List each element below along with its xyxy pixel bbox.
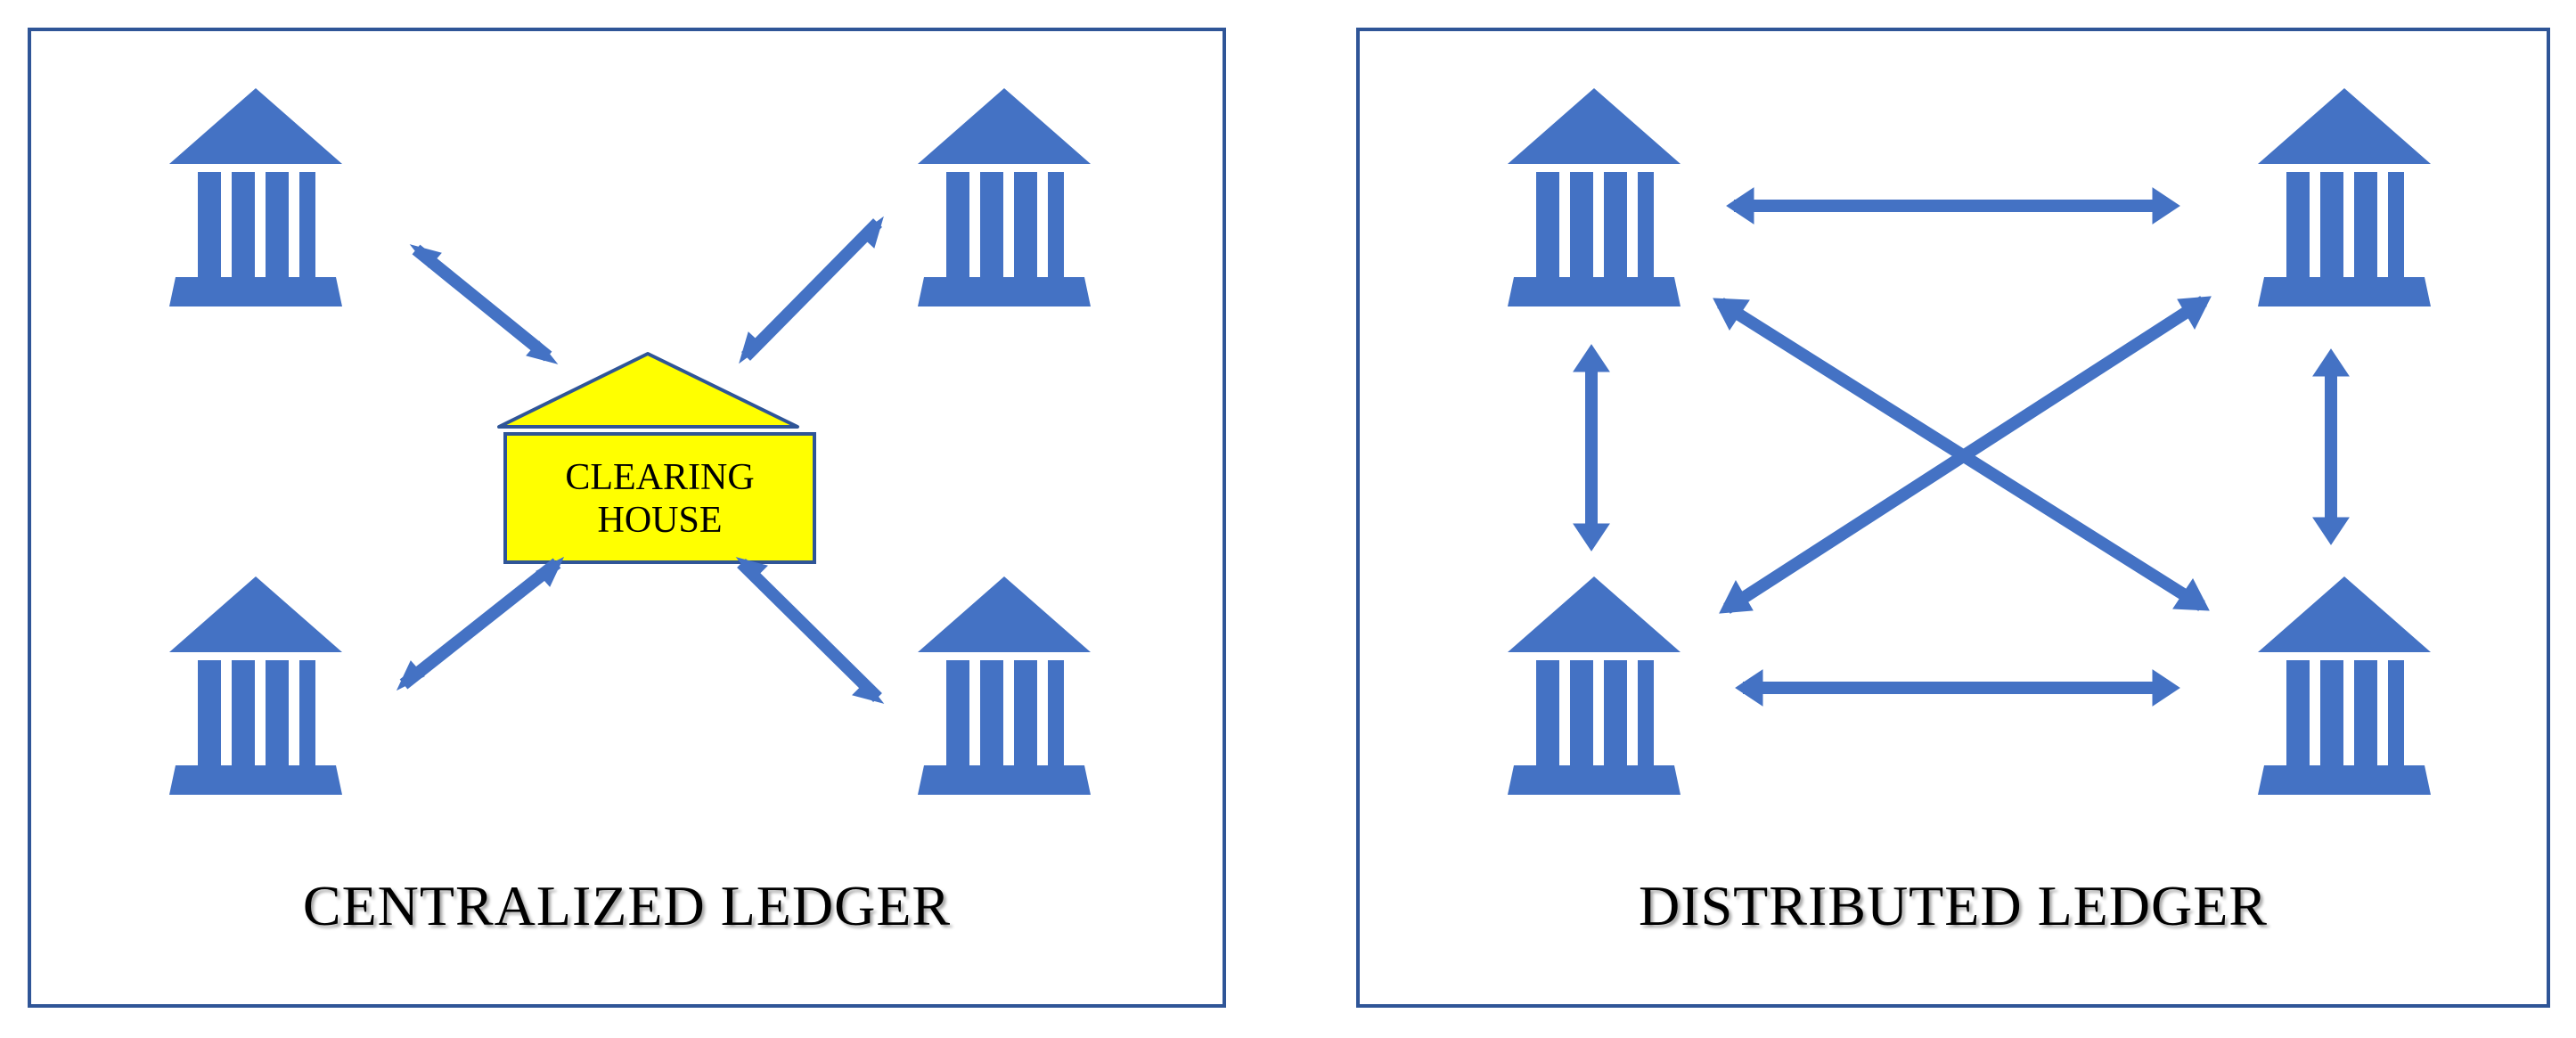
clearing-house-line1: CLEARING (565, 457, 755, 498)
clearing-house-line2: HOUSE (597, 500, 723, 541)
centralized-ledger-panel: CLEARING HOUSE CENTRALIZED LEDGER (28, 28, 1226, 1008)
clearing-house-icon (497, 352, 816, 564)
bank-icon (2258, 576, 2431, 795)
bank-icon (918, 88, 1091, 306)
double-headed-arrow-icon (739, 216, 884, 364)
double-headed-arrow-icon (409, 244, 559, 364)
double-headed-arrow-icon (2312, 348, 2350, 545)
centralized-ledger-caption: CENTRALIZED LEDGER (302, 874, 952, 937)
bank-icon (918, 576, 1091, 795)
double-headed-arrow-icon (396, 556, 565, 691)
double-headed-arrow-icon (1726, 187, 2180, 225)
distributed-ledger-caption: DISTRIBUTED LEDGER (1639, 874, 2268, 937)
double-headed-arrow-icon (1719, 296, 2212, 614)
double-headed-arrow-icon (1573, 344, 1610, 552)
bank-icon (1508, 576, 1681, 795)
clearing-house-label: CLEARING HOUSE (505, 437, 814, 561)
distributed-ledger-panel: DISTRIBUTED LEDGER (1356, 28, 2550, 1008)
double-headed-arrow-icon (735, 557, 885, 704)
bank-icon (169, 576, 342, 795)
bank-icon (2258, 88, 2431, 306)
bank-icon (1508, 88, 1681, 306)
double-headed-arrow-icon (1735, 669, 2180, 707)
centralized-diagram (169, 88, 1091, 795)
distributed-diagram (1508, 88, 2431, 795)
bank-icon (169, 88, 342, 306)
